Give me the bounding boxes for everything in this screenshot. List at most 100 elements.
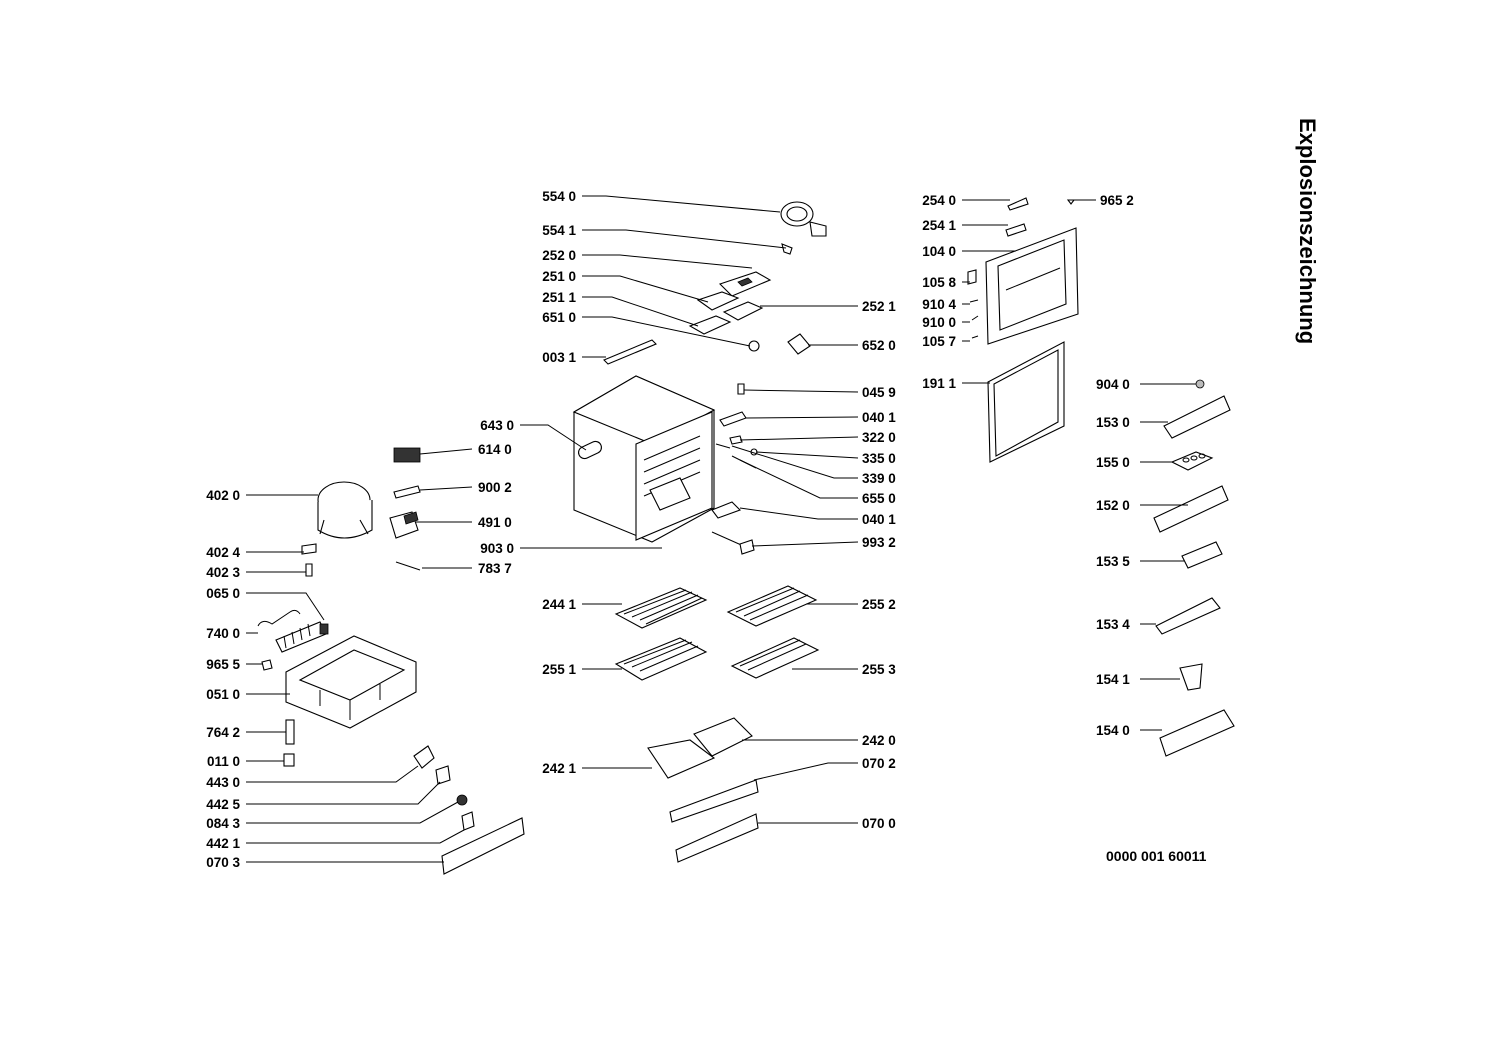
part-label: 255 1: [542, 662, 576, 677]
document-number: 0000 001 60011: [1106, 848, 1207, 864]
part-label: 084 3: [206, 816, 240, 831]
part-label: 254 1: [922, 218, 956, 233]
part-label: 252 1: [862, 299, 896, 314]
part-label: 904 0: [1096, 377, 1130, 392]
part-label: 255 3: [862, 662, 896, 677]
hinge-bottom: [711, 501, 741, 519]
pin-part: [729, 435, 743, 445]
part-label: 153 5: [1096, 554, 1130, 569]
part-label: 491 0: [478, 515, 512, 530]
part-label: 335 0: [862, 451, 896, 466]
egg-tray: [1170, 451, 1214, 471]
part-label: 554 1: [542, 223, 576, 238]
part-label: 105 8: [922, 275, 956, 290]
part-label: 402 4: [206, 545, 240, 560]
hinge-bracket: [435, 765, 451, 785]
thermostat-knob: [780, 201, 827, 237]
part-label: 903 0: [480, 541, 514, 556]
screw-part: [261, 659, 273, 671]
part-label: 242 0: [862, 733, 896, 748]
connector-part: [393, 485, 421, 499]
part-label: 152 0: [1096, 498, 1130, 513]
part-label: 191 1: [922, 376, 956, 391]
part-label: 910 0: [922, 315, 956, 330]
part-label: 070 2: [862, 756, 896, 771]
grommet-part: [301, 543, 317, 555]
part-label: 339 0: [862, 471, 896, 486]
part-label: 783 7: [478, 561, 512, 576]
door-gasket: [987, 341, 1065, 463]
part-label: 965 5: [206, 657, 240, 672]
cap-part: [1195, 379, 1205, 389]
part-label: 252 0: [542, 248, 576, 263]
part-label: 442 5: [206, 797, 240, 812]
part-label: 153 4: [1096, 617, 1130, 632]
part-label: 070 0: [862, 816, 896, 831]
refrigerator-cabinet: [572, 375, 716, 543]
shim-part: [715, 443, 731, 449]
part-label: 104 0: [922, 244, 956, 259]
compressor: [317, 481, 373, 539]
part-label: 643 0: [480, 418, 514, 433]
door-shelf: [1153, 485, 1229, 533]
part-label: 614 0: [478, 442, 512, 457]
part-label: 402 3: [206, 565, 240, 580]
kick-plate: [441, 817, 525, 875]
housing-part: [688, 315, 732, 335]
glass-shelf: [726, 585, 818, 627]
part-label: 105 7: [922, 334, 956, 349]
part-label: 051 0: [206, 687, 240, 702]
screw-small: [1066, 199, 1076, 205]
part-label: 155 0: [1096, 455, 1130, 470]
strip-part: [603, 339, 657, 365]
switch-part: [787, 333, 811, 355]
part-label: 070 3: [206, 855, 240, 870]
part-label: 652 0: [862, 338, 896, 353]
part-label: 651 0: [542, 310, 576, 325]
hinge-part: [413, 745, 435, 769]
part-label: 251 1: [542, 290, 576, 305]
part-label: 251 0: [542, 269, 576, 284]
part-label: 154 0: [1096, 723, 1130, 738]
part-label: 900 2: [478, 480, 512, 495]
base-tray: [285, 635, 417, 729]
part-label: 254 0: [922, 193, 956, 208]
foot-screw: [283, 753, 295, 767]
part-label: 011 0: [207, 754, 240, 769]
part-label: 554 0: [542, 189, 576, 204]
part-label: 040 1: [862, 512, 896, 527]
condenser: [257, 609, 329, 653]
part-label: 242 1: [542, 761, 576, 776]
ice-tray-2: [693, 717, 753, 757]
leader-lines: [246, 195, 1196, 863]
part-label: 003 1: [542, 350, 576, 365]
dairy-lid: [1163, 395, 1231, 439]
part-label: 154 1: [1096, 672, 1130, 687]
part-label: 045 9: [862, 385, 896, 400]
part-label: 322 0: [862, 430, 896, 445]
screw-part-2: [737, 383, 745, 395]
bottle-rail: [1155, 597, 1221, 635]
part-label: 255 2: [862, 597, 896, 612]
clip-part: [781, 243, 793, 255]
part-label: 764 2: [206, 725, 240, 740]
door-screws: [969, 299, 979, 339]
wire-shelf: [614, 587, 708, 629]
part-label: 442 1: [206, 836, 240, 851]
bottle-shelf: [1159, 709, 1235, 757]
hinge-top: [719, 411, 747, 427]
part-label: 910 4: [922, 297, 956, 312]
part-label: 065 0: [206, 586, 240, 601]
bolt-part: [305, 563, 313, 577]
hinge-door: [967, 269, 977, 285]
door-panel: [985, 227, 1079, 345]
page-title: Explosionszeichnung: [1295, 118, 1320, 345]
part-label: 244 1: [542, 597, 576, 612]
cable-part: [395, 561, 421, 571]
part-label: 040 1: [862, 410, 896, 425]
glass-shelf-2: [730, 637, 820, 679]
small-shelf: [1181, 541, 1223, 569]
grille-part-2: [675, 813, 759, 863]
relay-part: [393, 447, 421, 463]
